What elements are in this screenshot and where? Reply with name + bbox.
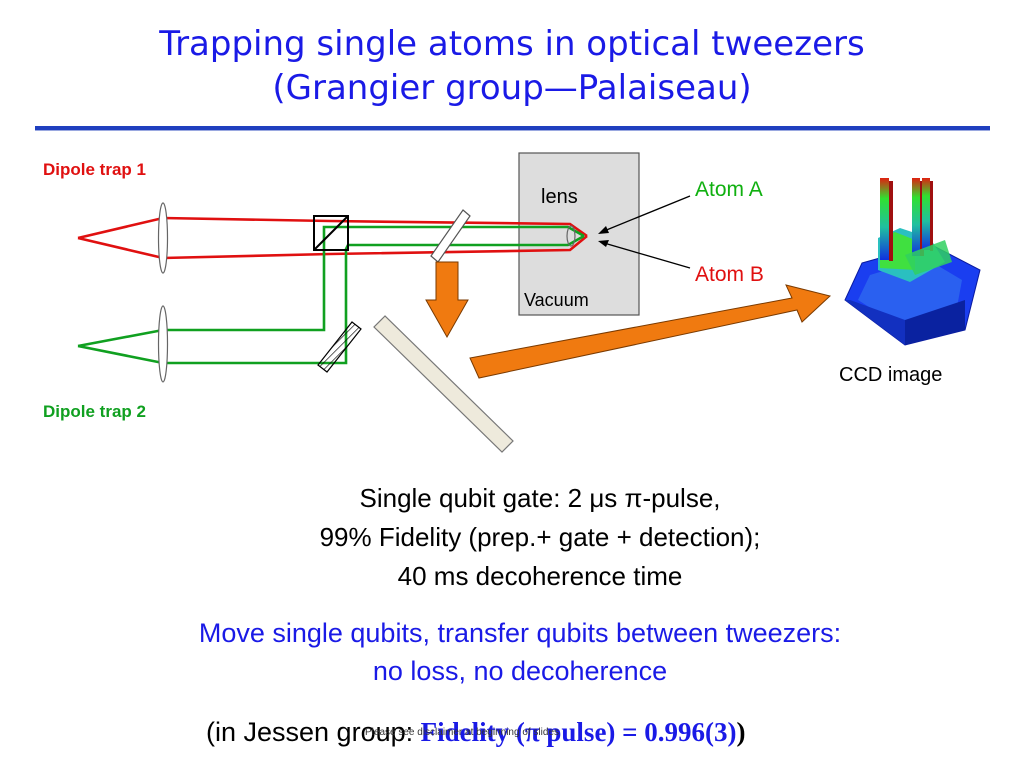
ccd-image-label: CCD image bbox=[839, 364, 943, 386]
jessen-fidelity: Fidelity (π pulse) = 0.996(3) bbox=[420, 717, 737, 747]
title-divider bbox=[35, 126, 990, 131]
red-beam-upper bbox=[77, 216, 588, 240]
large-mirror bbox=[373, 315, 514, 453]
atom-b-label: Atom B bbox=[695, 263, 764, 286]
vacuum-label: Vacuum bbox=[524, 290, 589, 310]
lens-label: lens bbox=[541, 186, 578, 208]
blue-line-2: no loss, no decoherence bbox=[372, 656, 668, 686]
hatched-mirror bbox=[317, 321, 362, 373]
disclaimer: Please see disclaimer at beginning of sl… bbox=[365, 727, 559, 738]
dipole-trap-1-label: Dipole trap 1 bbox=[43, 160, 146, 179]
orange-diagonal-arrow bbox=[469, 284, 832, 379]
body-line-3: 40 ms decoherence time bbox=[397, 561, 683, 591]
title-line-2: (Grangier group—Palaiseau) bbox=[272, 68, 752, 108]
atom-a-pointer bbox=[603, 195, 691, 232]
dichroic-plate bbox=[430, 209, 471, 263]
red-beam-lower bbox=[77, 234, 588, 260]
jessen-prefix: (in Jessen group: bbox=[206, 717, 421, 747]
jessen-note: (in Jessen group: Fidelity (π pulse) = 0… bbox=[206, 717, 746, 748]
ccd-image-plot bbox=[844, 178, 981, 346]
blue-line-1: Move single qubits, transfer qubits betw… bbox=[198, 618, 842, 648]
lens-2 bbox=[157, 305, 169, 383]
orange-down-arrow bbox=[425, 261, 469, 339]
body-line-2: 99% Fidelity (prep.+ gate + detection); bbox=[319, 522, 761, 552]
atom-b-pointer bbox=[603, 242, 691, 269]
body-line-1: Single qubit gate: 2 μs π-pulse, bbox=[359, 483, 721, 513]
lens-1 bbox=[157, 202, 169, 274]
dipole-trap-2-label: Dipole trap 2 bbox=[43, 402, 146, 421]
atom-a-label: Atom A bbox=[695, 178, 763, 201]
beam-splitter-cube bbox=[313, 215, 349, 251]
title-line-1: Trapping single atoms in optical tweezer… bbox=[159, 24, 865, 64]
jessen-suffix: ) bbox=[736, 717, 746, 747]
beam-splitter-diagonal bbox=[313, 215, 349, 251]
focusing-lens bbox=[566, 225, 576, 247]
